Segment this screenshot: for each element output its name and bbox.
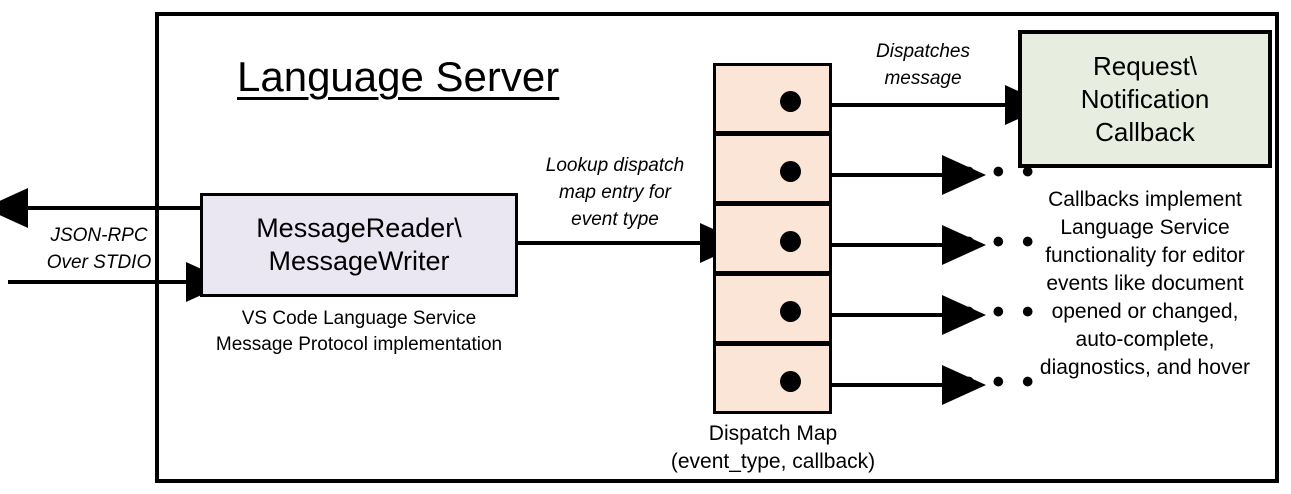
- page-title: Language Server: [237, 53, 560, 100]
- dispatch-map-caption-line1: Dispatch Map: [708, 422, 838, 445]
- dispatch-entry-dot-icon: [780, 91, 801, 112]
- dispatch-entry-dot-icon: [780, 231, 801, 252]
- edge-label-lookup-line1: Lookup dispatch: [545, 155, 685, 176]
- dispatch-map-caption-line2: (event_type, callback): [670, 450, 876, 473]
- callback-caption-line7: diagnostics, and hover: [1039, 356, 1251, 379]
- message-reader-caption-line2: Message Protocol implementation: [215, 334, 503, 355]
- edge-label-lookup-line2: map entry for: [559, 182, 671, 203]
- dispatch-entry-dot-icon: [780, 161, 801, 182]
- callback-box-line2: Notification: [1080, 83, 1210, 114]
- request-notification-callback-box[interactable]: Request\ Notification Callback: [1018, 30, 1272, 168]
- edge-label-jsonrpc-line1: JSON-RPC: [50, 225, 148, 246]
- edge-label-lookup-dispatch: Lookup dispatch map entry for event type: [521, 152, 709, 233]
- message-reader-caption: VS Code Language Service Message Protoco…: [200, 306, 518, 358]
- callback-caption-line4: events like document: [1046, 272, 1244, 295]
- callback-caption-line5: opened or changed,: [1051, 300, 1239, 323]
- message-writer-label: MessageWriter: [268, 246, 450, 276]
- edge-label-dispatches-line2: message: [884, 68, 962, 89]
- callback-box-line1: Request\: [1092, 50, 1198, 81]
- callback-box-line3: Callback: [1095, 116, 1195, 147]
- message-reader-label: MessageReader\: [256, 213, 462, 243]
- callback-caption-line2: Language Service: [1060, 216, 1230, 239]
- callback-caption-line6: auto-complete,: [1075, 328, 1215, 351]
- edge-label-jsonrpc: JSON-RPC Over STDIO: [34, 222, 164, 276]
- message-reader-writer-box[interactable]: MessageReader\ MessageWriter: [200, 193, 518, 297]
- dispatch-entry-dot-icon: [780, 301, 801, 322]
- message-reader-caption-line1: VS Code Language Service: [241, 308, 477, 329]
- dispatch-map-caption: Dispatch Map (event_type, callback): [638, 420, 908, 476]
- edge-label-jsonrpc-line2: Over STDIO: [46, 252, 152, 273]
- language-server-container: [155, 12, 1279, 483]
- dispatch-map-cell[interactable]: [713, 133, 832, 204]
- callback-caption-line3: functionality for editor: [1045, 244, 1245, 267]
- dispatch-map-cell[interactable]: [713, 343, 832, 414]
- dispatch-entry-dot-icon: [780, 371, 801, 392]
- dispatch-map-cell[interactable]: [713, 63, 832, 134]
- callback-caption: Callbacks implement Language Service fun…: [1016, 186, 1274, 382]
- dispatch-map-stack[interactable]: [713, 63, 832, 415]
- callback-caption-line1: Callbacks implement: [1048, 188, 1242, 211]
- dispatch-map-cell[interactable]: [713, 203, 832, 274]
- edge-label-lookup-line3: event type: [571, 209, 659, 230]
- edge-label-dispatches-message: Dispatches message: [838, 38, 1008, 92]
- edge-label-dispatches-line1: Dispatches: [876, 41, 970, 62]
- dispatch-map-cell[interactable]: [713, 273, 832, 344]
